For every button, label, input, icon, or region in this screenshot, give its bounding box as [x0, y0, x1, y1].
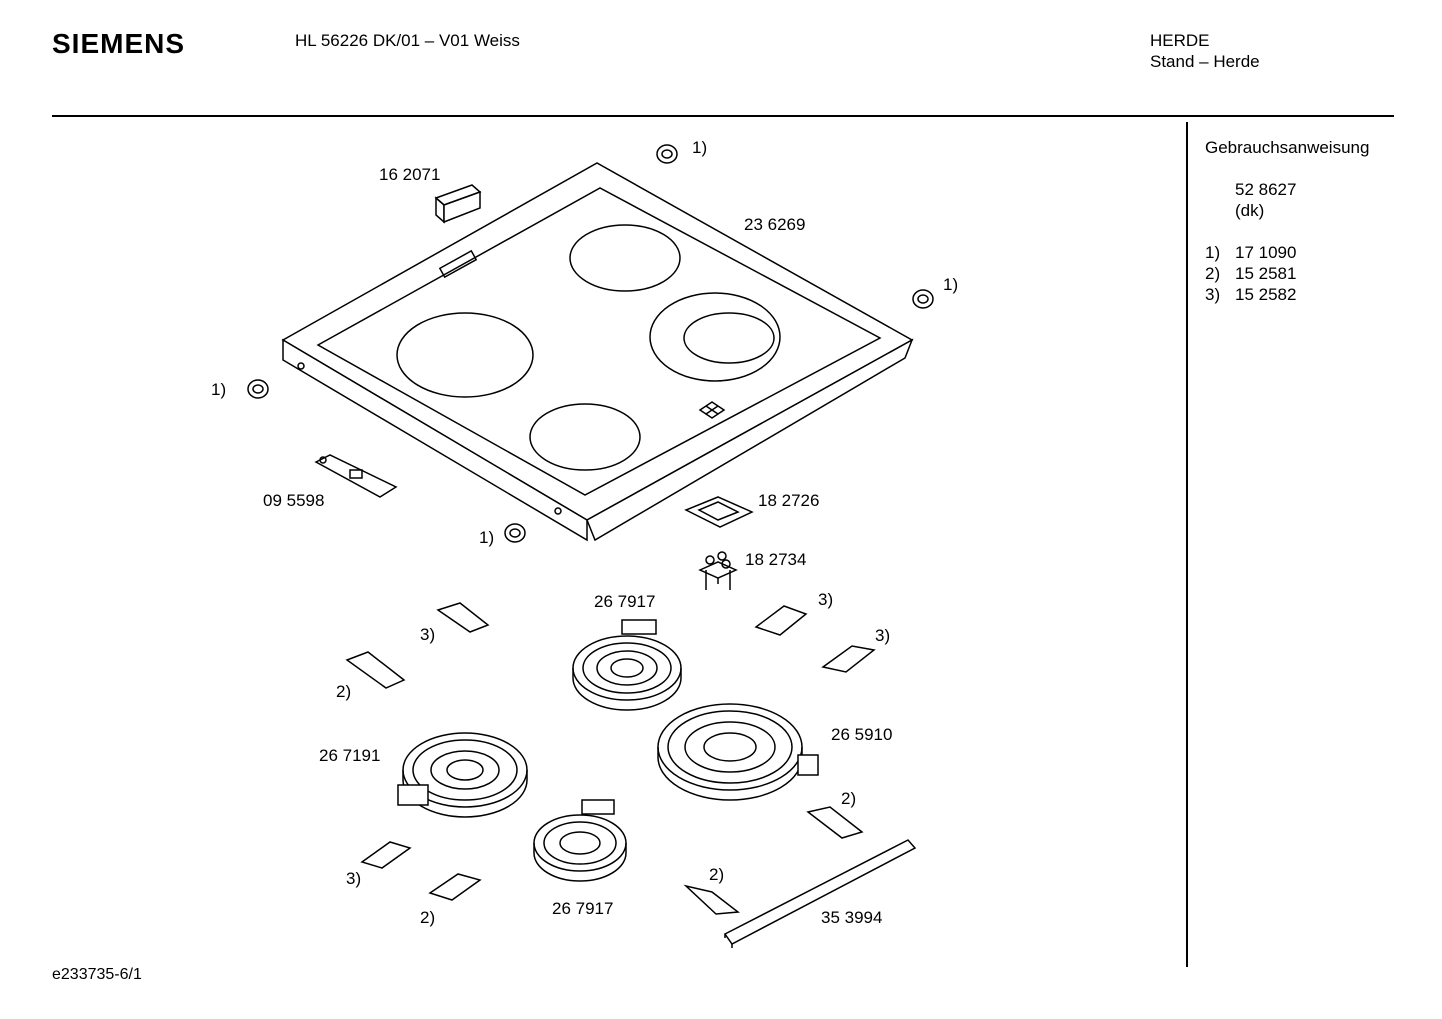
side-divider	[1186, 122, 1188, 967]
label-182726: 18 2726	[758, 491, 820, 510]
part-182726-drawing	[686, 497, 752, 527]
ref-knob-top: 1)	[692, 138, 708, 157]
brand-logo: SIEMENS	[52, 28, 186, 59]
note-ref-1: 1)	[1205, 243, 1221, 262]
drawing-code: e233735-6/1	[52, 966, 142, 983]
subcategory-label: Stand – Herde	[1150, 52, 1260, 71]
manual-title: Gebrauchsanweisung	[1205, 138, 1370, 157]
ref-clip-d: 3)	[875, 626, 891, 645]
label-267917a: 26 7917	[594, 592, 656, 611]
heating-element-267917b	[534, 800, 626, 881]
hob-glass-top	[283, 163, 912, 540]
note-part-2: 15 2581	[1235, 264, 1297, 283]
label-265910: 26 5910	[831, 725, 893, 744]
label-236269: 23 6269	[744, 215, 806, 234]
label-182734: 18 2734	[745, 550, 807, 569]
ref-clip-e: 2)	[841, 789, 857, 808]
label-267191: 26 7191	[319, 746, 381, 765]
ref-clip-f: 3)	[346, 869, 362, 888]
ref-clip-g: 2)	[420, 908, 436, 927]
clips	[347, 603, 874, 914]
label-162071: 16 2071	[379, 165, 441, 184]
label-353994: 35 3994	[821, 908, 883, 927]
heating-element-265910	[658, 704, 818, 800]
ref-clip-c: 3)	[818, 590, 834, 609]
note-ref-3: 3)	[1205, 285, 1221, 304]
label-095598: 09 5598	[263, 491, 325, 510]
ref-knob-right: 1)	[943, 275, 959, 294]
ref-knob-left: 1)	[211, 380, 227, 399]
note-part-3: 15 2582	[1235, 285, 1297, 304]
exploded-parts-diagram	[0, 0, 1180, 960]
part-095598-drawing	[316, 455, 396, 497]
model-title: HL 56226 DK/01 – V01 Weiss	[295, 31, 520, 50]
heating-element-267191	[398, 733, 527, 817]
part-162071-drawing	[436, 185, 480, 222]
part-182734-drawing	[700, 552, 736, 590]
part-353994-drawing	[725, 840, 915, 948]
manual-language: (dk)	[1235, 201, 1265, 220]
ref-clip-a: 3)	[420, 625, 436, 644]
ref-clip-b: 2)	[336, 682, 352, 701]
note-ref-2: 2)	[1205, 264, 1221, 283]
category-label: HERDE	[1150, 31, 1210, 50]
note-part-1: 17 1090	[1235, 243, 1297, 262]
header-divider	[52, 115, 1394, 117]
ref-knob-bottom: 1)	[479, 528, 495, 547]
heating-element-267917a	[573, 620, 681, 710]
manual-number: 52 8627	[1235, 180, 1297, 199]
knob-seals	[248, 145, 933, 542]
label-267917b: 26 7917	[552, 899, 614, 918]
ref-clip-h: 2)	[709, 865, 725, 884]
